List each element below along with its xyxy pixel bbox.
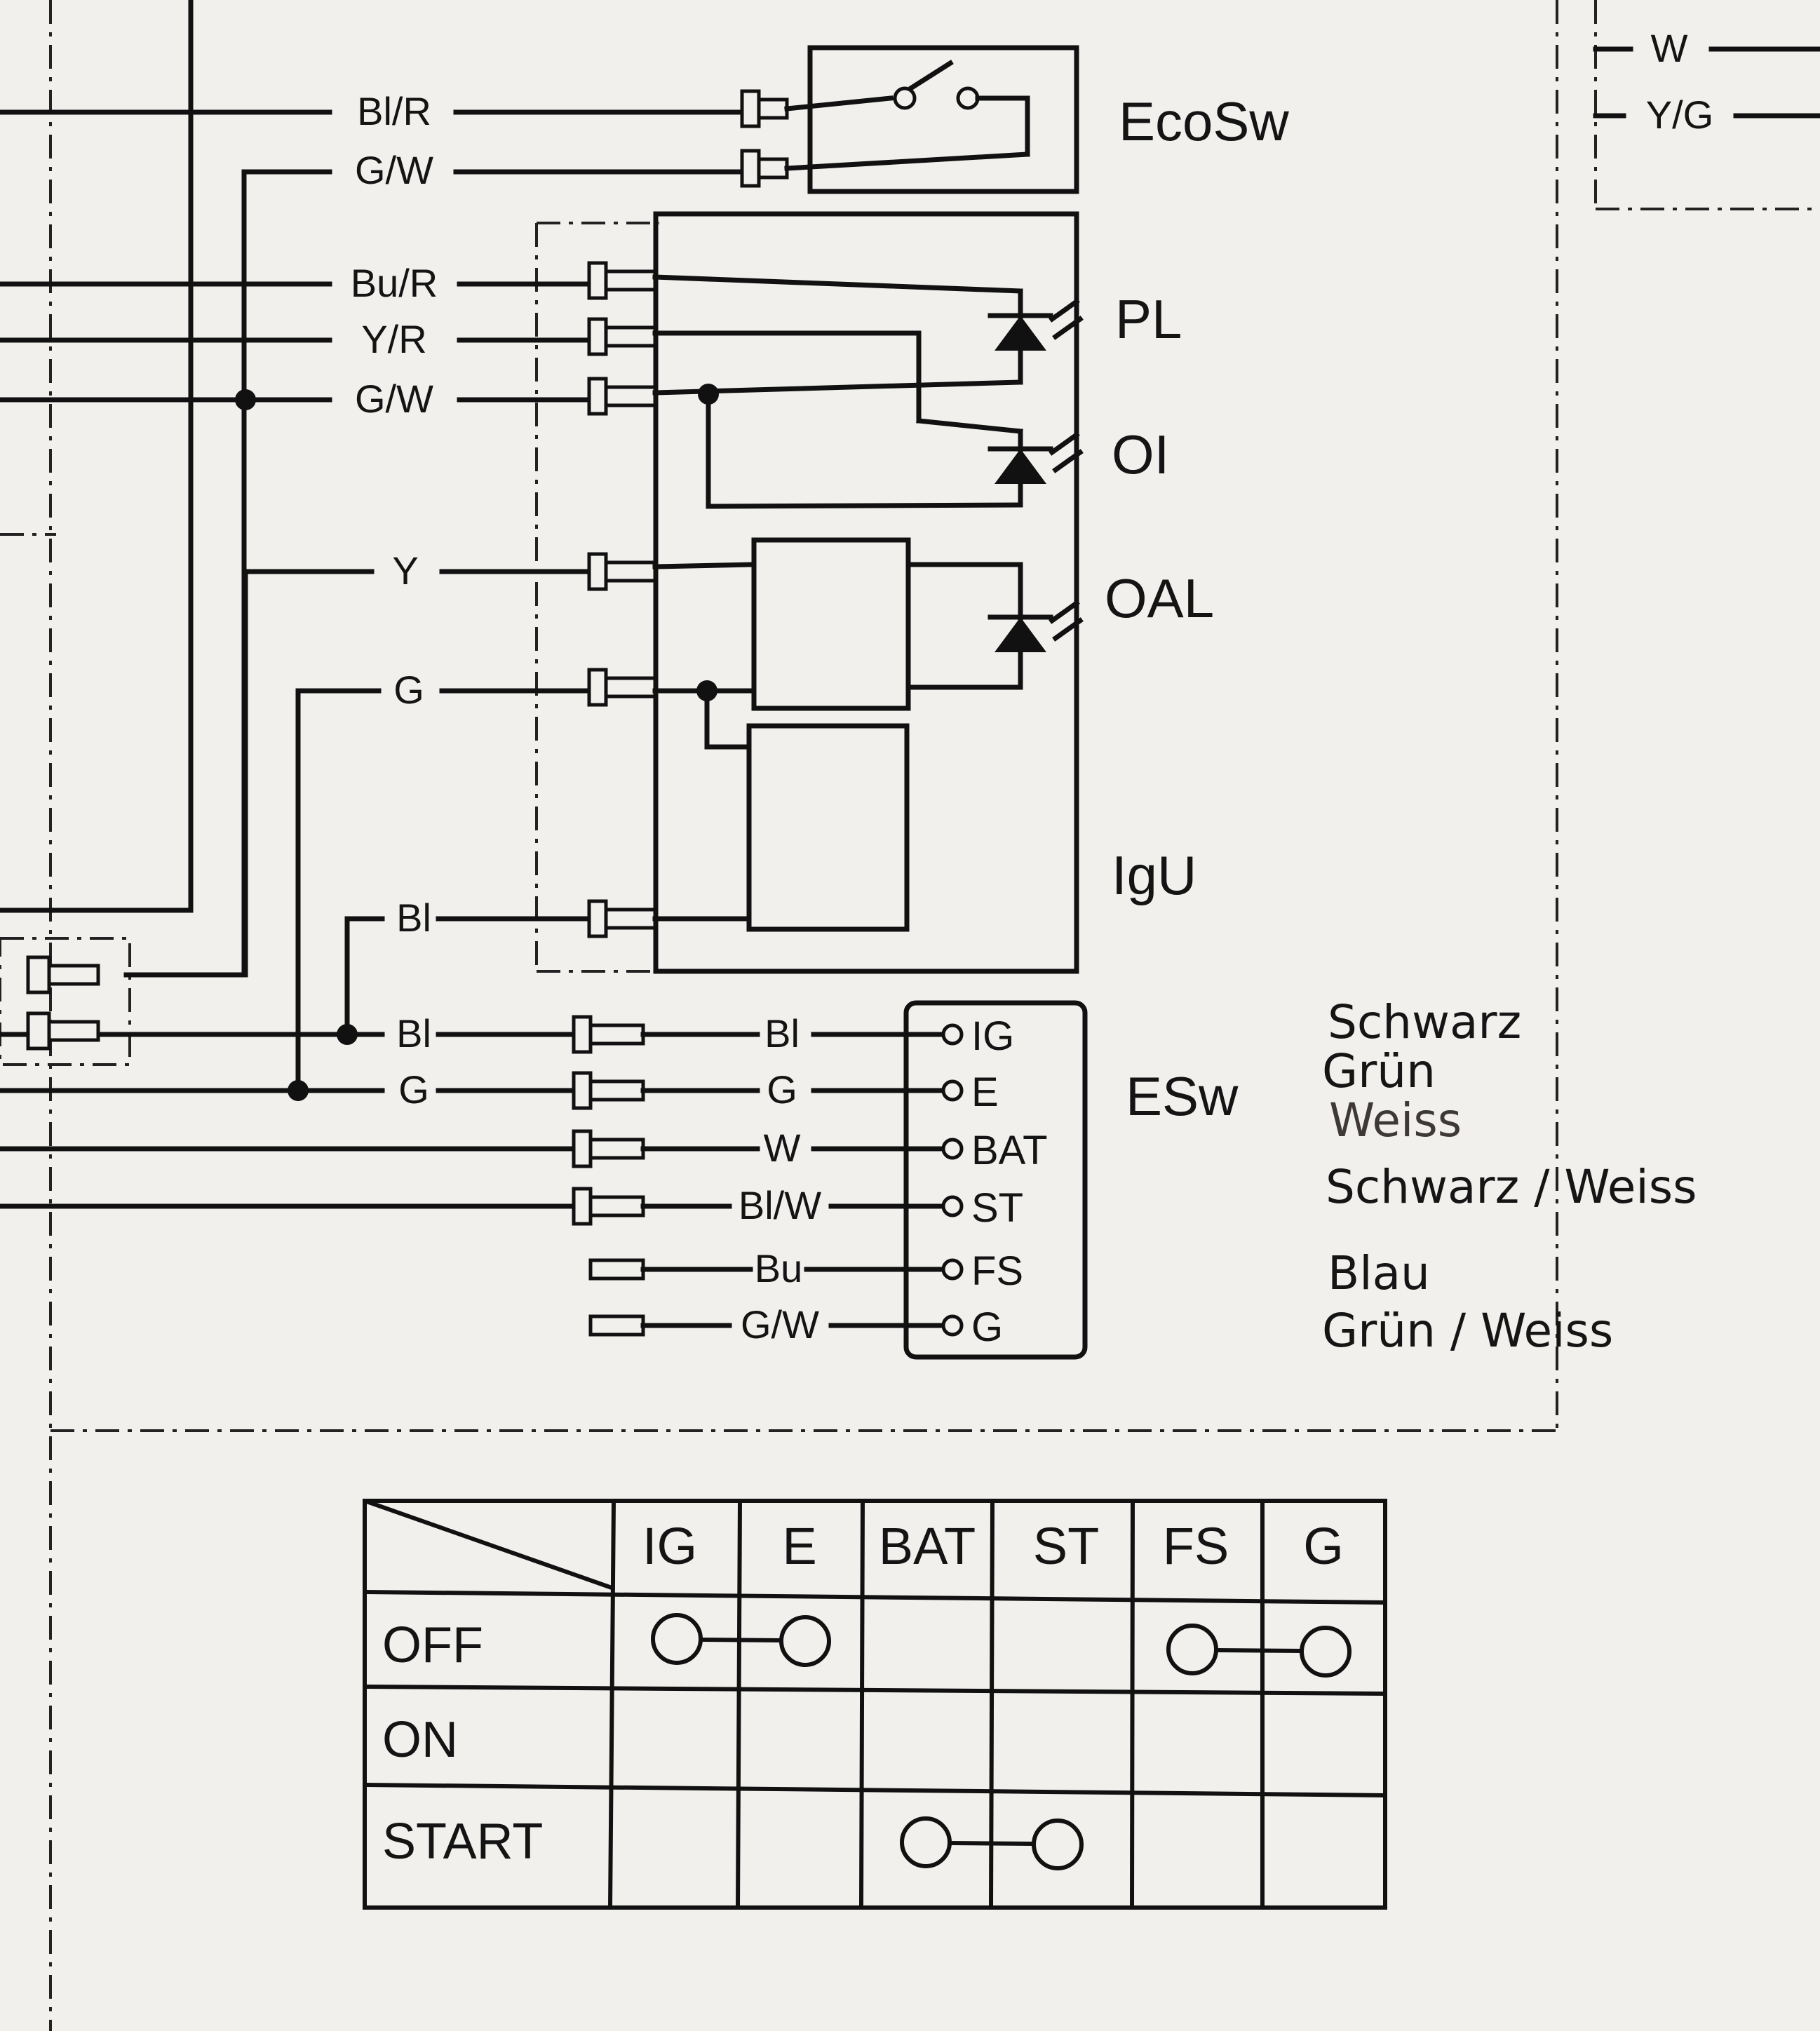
annotation-gruen: Grün: [1322, 1044, 1436, 1098]
wire-label: Bl/R: [357, 89, 431, 133]
table-row-header: ON: [382, 1712, 458, 1768]
connector: [587, 261, 657, 300]
table-column-header: G: [1303, 1517, 1344, 1575]
wire-label: Bu/R: [351, 261, 438, 305]
connector: [26, 955, 100, 994]
connection-off-fs-g: [1166, 1624, 1351, 1678]
oi-label: OI: [1112, 424, 1169, 485]
wire-label: Bl: [396, 896, 431, 940]
esw-terminal: ST: [971, 1185, 1023, 1231]
connector: [572, 1015, 645, 1054]
indicator-module: [652, 211, 1084, 974]
wire-label: Y/G: [1646, 93, 1713, 137]
annotation-schwarz: Schwarz: [1328, 995, 1521, 1049]
connector: [587, 668, 657, 707]
connector: [587, 552, 657, 591]
annotation-gruen-weiss: Grün / Weiss: [1322, 1304, 1613, 1358]
oal-label: OAL: [1105, 567, 1214, 629]
wire-label: G/W: [741, 1302, 819, 1347]
connection-off-ig-e: [651, 1613, 831, 1667]
esw-terminal: E: [971, 1070, 999, 1115]
esw-terminal-labels: IG E BAT ST FS G: [971, 1013, 1048, 1350]
wire-label: Y/R: [361, 317, 426, 361]
ecosw-label: EcoSw: [1119, 90, 1289, 152]
table-column-header: FS: [1163, 1517, 1229, 1575]
connector: [740, 149, 789, 188]
ignition-switch: [640, 1000, 1088, 1360]
wire-label: G/W: [355, 377, 433, 421]
connector: [587, 899, 657, 938]
table-column-header: E: [782, 1517, 816, 1575]
wire-labels: Bl/R G/W Bu/R Y/R G/W Y G Bl Bl G Bl G W…: [351, 26, 1713, 1347]
annotation-schwarz-weiss: Schwarz / Weiss: [1326, 1160, 1697, 1214]
wire-label: W: [1651, 26, 1688, 70]
wire-label: G/W: [355, 148, 433, 192]
wire-label: Bl: [764, 1011, 800, 1055]
connector: [587, 377, 657, 416]
connector-pins: [26, 89, 789, 1337]
connection-start-bat-st: [900, 1816, 1084, 1870]
color-annotations: Schwarz Grün Weiss Schwarz / Weiss Blau …: [1322, 995, 1697, 1358]
connector: [587, 317, 657, 356]
component-labels: EcoSw PL OI OAL IgU ESw: [1105, 90, 1289, 1127]
igu-label: IgU: [1112, 844, 1197, 906]
switch-table: IG E BAT ST FS G OFF ON START: [363, 1499, 1387, 1910]
pl-label: PL: [1115, 288, 1182, 350]
table-column-header: IG: [642, 1517, 697, 1575]
esw-terminal: IG: [971, 1013, 1014, 1059]
wire-label: Bl: [396, 1011, 431, 1055]
table-column-header: BAT: [879, 1517, 976, 1575]
connector: [572, 1187, 645, 1226]
connector: [26, 1011, 100, 1051]
wire-label: G: [398, 1067, 429, 1112]
connector: [572, 1129, 645, 1168]
connector: [588, 1258, 645, 1281]
esw-terminal: FS: [971, 1248, 1023, 1294]
annotation-blau: Blau: [1328, 1246, 1430, 1300]
connector: [572, 1071, 645, 1110]
wire-label: Y: [392, 548, 418, 593]
left-bus-lines: [0, 0, 385, 1101]
annotation-weiss: Weiss: [1329, 1093, 1462, 1147]
wire-label: G: [767, 1067, 797, 1112]
table-row-header: START: [382, 1814, 543, 1870]
connector: [740, 89, 789, 128]
eco-switch: [784, 45, 1079, 194]
wire-label: Bl/W: [739, 1183, 821, 1227]
esw-terminal: BAT: [971, 1128, 1048, 1173]
top-right-wires: [1593, 46, 1820, 119]
wire-label: G: [393, 668, 424, 712]
table-column-header: ST: [1033, 1517, 1100, 1575]
connector: [588, 1314, 645, 1337]
wire-label: Bu: [755, 1246, 803, 1290]
esw-label: ESw: [1126, 1065, 1239, 1127]
wire-label: W: [764, 1126, 801, 1170]
table-row-header: OFF: [382, 1617, 483, 1673]
esw-terminal: G: [971, 1304, 1003, 1350]
